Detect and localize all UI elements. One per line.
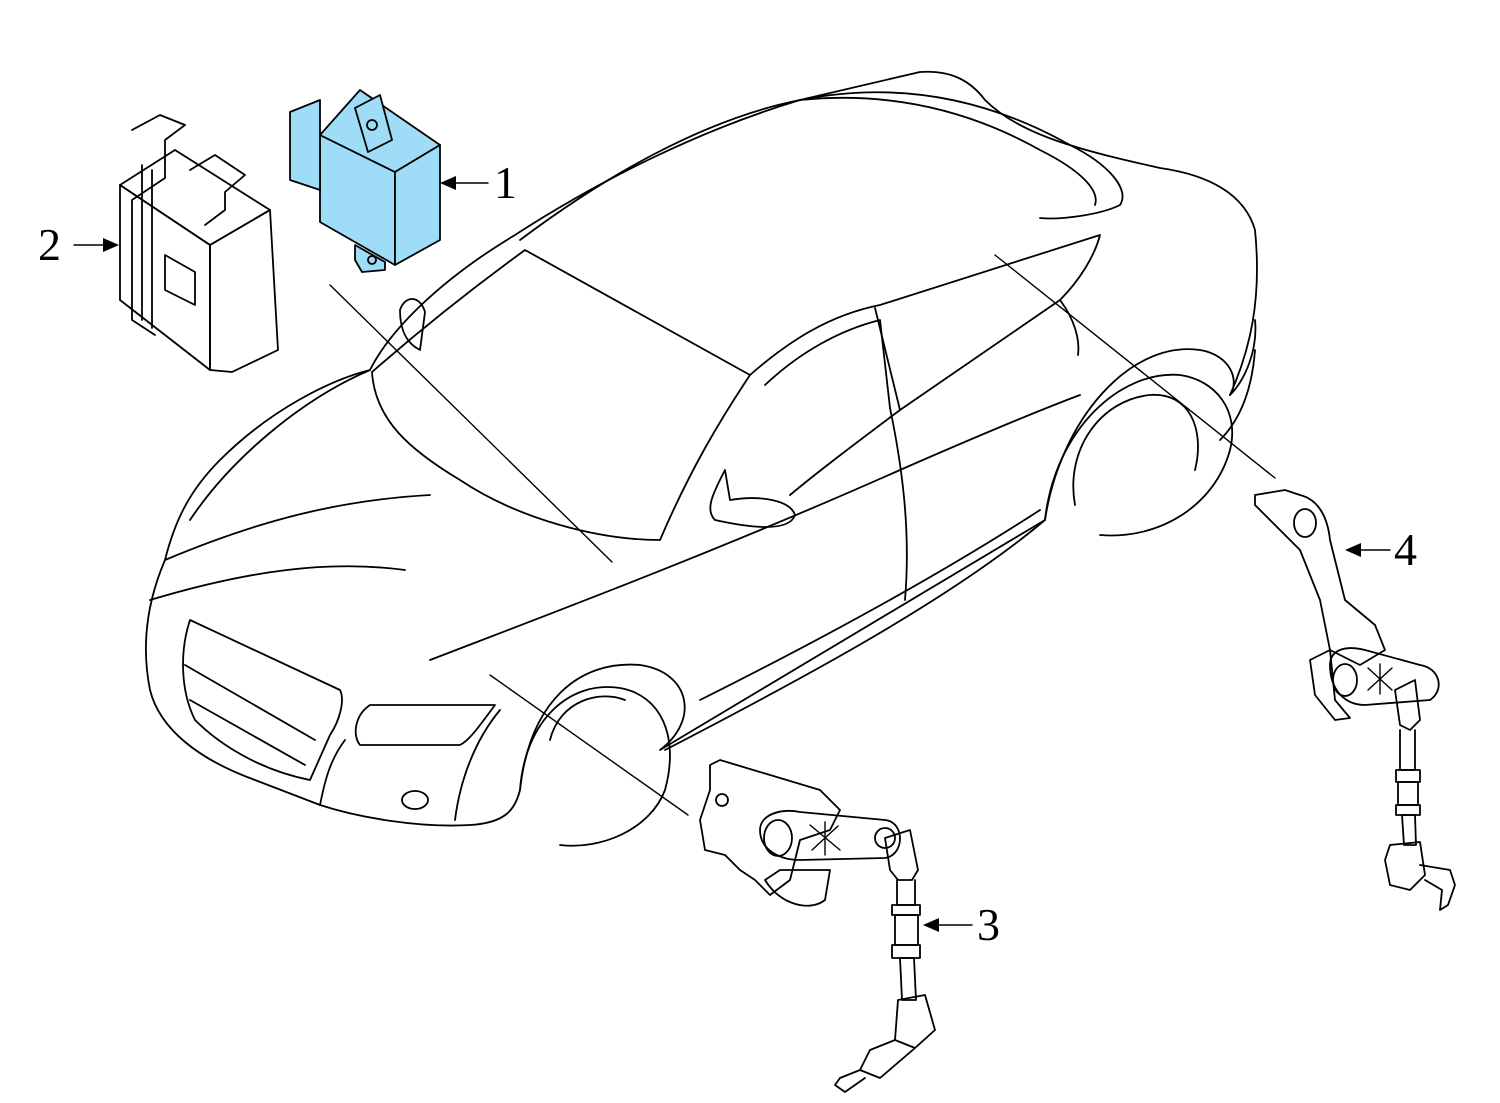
module-connector: [289, 99, 321, 191]
leader-lines: [329, 254, 1276, 816]
part-1-control-module: [289, 89, 441, 273]
part-2-control-module: [119, 114, 279, 373]
car-outline: [145, 70, 1258, 847]
callout-3-label: 3: [977, 899, 1000, 950]
callout-arrows: [73, 176, 1391, 932]
callout-4-label: 4: [1394, 524, 1417, 575]
module-side-face: [394, 144, 441, 266]
callout-1-label: 1: [494, 157, 517, 208]
part-3-level-sensor: [699, 759, 936, 1093]
part-4-level-sensor: [1254, 489, 1456, 911]
callout-2-label: 2: [38, 219, 61, 270]
